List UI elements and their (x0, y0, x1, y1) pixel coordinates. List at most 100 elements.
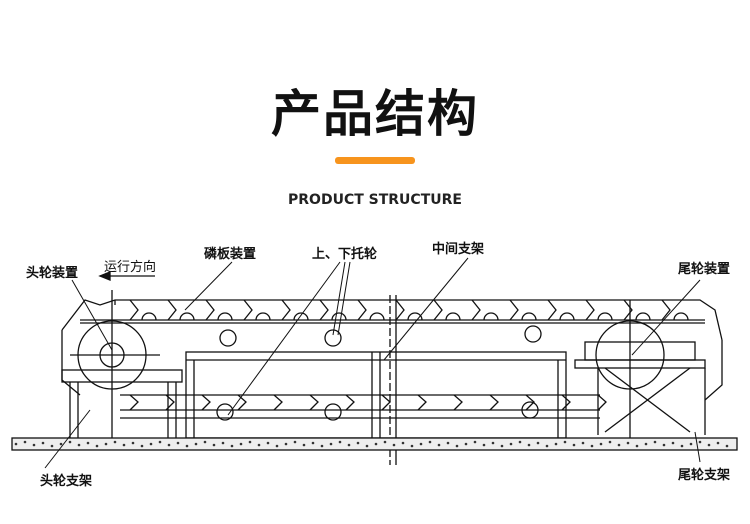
ground-texture (698, 440, 702, 444)
lower-plate-segment (561, 394, 571, 411)
ground-texture (338, 440, 342, 444)
ground-texture (140, 444, 144, 448)
ground-texture (149, 442, 153, 446)
ground-texture (509, 442, 513, 446)
ground-texture (716, 441, 720, 445)
ground-texture (59, 442, 63, 446)
ground-texture (473, 440, 477, 444)
label-tail-wheel: 尾轮装置 (678, 262, 731, 277)
ground-texture (725, 444, 729, 448)
ground-texture (248, 440, 252, 444)
ground-texture (500, 444, 504, 448)
ground-texture (302, 443, 306, 447)
plate-roller (369, 312, 385, 321)
plate-segment (395, 299, 405, 321)
label-direction: 运行方向 (104, 260, 157, 275)
ground-texture (356, 441, 360, 445)
lower-plate-segment (453, 394, 463, 411)
page-subtitle: PRODUCT STRUCTURE (288, 192, 462, 208)
ground-texture (392, 443, 396, 447)
ground-texture (113, 440, 117, 444)
lower-chain (120, 394, 600, 419)
label-middle-frame: 中间支架 (432, 242, 485, 257)
ground-texture (122, 443, 126, 447)
ground-texture (77, 443, 81, 447)
ground-texture (212, 443, 216, 447)
plate-segment (547, 299, 557, 321)
lower-plate-segment (201, 394, 211, 411)
ground-texture (446, 441, 450, 445)
tail-support (597, 367, 706, 435)
ground-texture (536, 441, 540, 445)
ground-texture (86, 441, 90, 445)
lower-idlers (216, 401, 539, 421)
plate-roller (141, 312, 157, 321)
lower-plate-segment (597, 394, 607, 411)
ground-texture (653, 440, 657, 444)
plate-segment (661, 299, 671, 321)
title-accent-bar (335, 157, 415, 164)
ground-texture (230, 444, 234, 448)
plate-roller (255, 312, 271, 321)
tail-wheel (574, 300, 706, 440)
ground-texture (518, 440, 522, 444)
ground-texture (464, 442, 468, 446)
ground-texture (401, 441, 405, 445)
page-title: 产品结构 (271, 85, 479, 143)
ground-texture (203, 440, 207, 444)
upper-idlers (219, 325, 542, 347)
ground-texture (581, 441, 585, 445)
ground-texture (32, 443, 36, 447)
ground-texture (23, 440, 27, 444)
ground-texture (455, 444, 459, 448)
ground-texture (284, 442, 288, 446)
ground-texture (104, 442, 108, 446)
head-support (61, 369, 183, 438)
label-tail-support: 尾轮支架 (678, 468, 731, 483)
ground-texture (572, 443, 576, 447)
ground-texture (131, 441, 135, 445)
plate-segment (243, 299, 253, 321)
label-idlers: 上、下托轮 (312, 247, 378, 262)
ground-texture (239, 442, 243, 446)
plate-roller (179, 312, 195, 321)
lower-plate-segment (417, 394, 427, 411)
ground-texture (329, 442, 333, 446)
ground-texture (437, 443, 441, 447)
plate-roller (483, 312, 499, 321)
plate-segment (357, 299, 367, 321)
ground-texture (311, 441, 315, 445)
plate-roller (521, 312, 537, 321)
ground-texture (194, 442, 198, 446)
plate-roller (293, 312, 309, 321)
ground-texture (680, 444, 684, 448)
direction-arrow-icon (98, 271, 155, 281)
plate-roller (673, 312, 689, 321)
label-plate-device: 磷板装置 (204, 247, 257, 262)
ground-texture (257, 443, 261, 447)
lower-plate-segment (309, 394, 319, 411)
ground-texture (158, 440, 162, 444)
plate-segment (167, 299, 177, 321)
ground-texture (563, 440, 567, 444)
lower-plate-segment (525, 394, 535, 411)
plate-segment (129, 299, 139, 321)
ground-texture (608, 440, 612, 444)
ground-texture (347, 443, 351, 447)
plate-roller (559, 312, 575, 321)
ground-texture (95, 444, 99, 448)
plate-segment (319, 299, 329, 321)
ground-texture (293, 440, 297, 444)
plate-segment (509, 299, 519, 321)
lower-plate-segment (345, 394, 355, 411)
label-head-wheel: 头轮装置 (26, 266, 79, 281)
ground-foundation (11, 437, 738, 451)
ground-texture (707, 443, 711, 447)
ground-texture (221, 441, 225, 445)
ground-texture (167, 443, 171, 447)
ground-texture (428, 440, 432, 444)
plate-segment (205, 299, 215, 321)
label-head-support: 头轮支架 (40, 474, 93, 489)
ground-texture (266, 441, 270, 445)
